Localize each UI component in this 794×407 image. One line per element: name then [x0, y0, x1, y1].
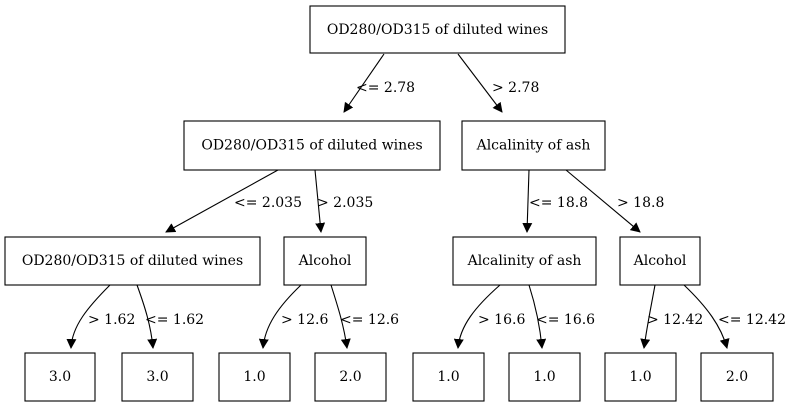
leaf-label-2: 3.0 [146, 369, 168, 385]
edge-label-l2rr-leaf7: > 12.42 [647, 312, 703, 328]
edge-label-l1left-l2ll: <= 2.035 [234, 195, 302, 211]
edge-root-to-left: <= 2.78 [343, 53, 415, 113]
edge-l2ll-to-leaf2: <= 1.62 [136, 284, 204, 349]
tree-leaf-6: 1.0 [508, 352, 581, 402]
edge-label-l1left-l2lr: > 2.035 [317, 195, 373, 211]
node-label-l1-left: OD280/OD315 of diluted wines [201, 138, 422, 154]
edge-label-root-right: > 2.78 [492, 80, 539, 96]
tree-node-l1-left: OD280/OD315 of diluted wines [183, 120, 441, 171]
leaf-label-7: 1.0 [629, 369, 651, 385]
tree-node-l1-right: Alcalinity of ash [461, 120, 606, 171]
edge-l1right-to-l2rl: <= 18.8 [522, 169, 588, 233]
edge-l1left-to-l2lr: > 2.035 [314, 169, 373, 233]
tree-leaf-7: 1.0 [604, 352, 677, 402]
edge-l1left-to-l2ll: <= 2.035 [165, 169, 302, 233]
tree-leaf-8: 2.0 [700, 352, 774, 402]
node-label-l2-lr: Alcohol [298, 253, 352, 269]
edge-label-root-left: <= 2.78 [356, 80, 415, 96]
tree-leaf-5: 1.0 [412, 352, 485, 402]
edge-label-l2lr-leaf3: > 12.6 [281, 312, 328, 328]
tree-node-l2-lr: Alcohol [283, 236, 367, 286]
leaf-label-4: 2.0 [339, 369, 361, 385]
edge-label-l2ll-leaf1: > 1.62 [88, 312, 135, 328]
edge-label-l2lr-leaf4: <= 12.6 [340, 312, 399, 328]
edge-l2rr-to-leaf7: > 12.42 [640, 284, 703, 349]
edge-label-l2ll-leaf2: <= 1.62 [145, 312, 204, 328]
tree-leaf-3: 1.0 [218, 352, 291, 402]
edge-label-l2rr-leaf8: <= 12.42 [718, 312, 786, 328]
edge-l1right-to-l2rr: > 18.8 [565, 169, 664, 233]
node-label-l2-rr: Alcohol [633, 253, 687, 269]
tree-node-root: OD280/OD315 of diluted wines [309, 5, 566, 54]
leaf-label-1: 3.0 [49, 369, 71, 385]
edge-l2lr-to-leaf4: <= 12.6 [330, 284, 399, 349]
node-label-root: OD280/OD315 of diluted wines [327, 22, 548, 38]
edge-l2rr-to-leaf8: <= 12.42 [683, 284, 786, 349]
leaf-label-5: 1.0 [437, 369, 459, 385]
tree-node-l2-rl: Alcalinity of ash [452, 236, 597, 286]
leaf-label-3: 1.0 [243, 369, 265, 385]
tree-leaf-4: 2.0 [314, 352, 387, 402]
tree-leaf-2: 3.0 [121, 352, 194, 402]
tree-node-l2-ll: OD280/OD315 of diluted wines [4, 236, 261, 286]
node-label-l1-right: Alcalinity of ash [476, 138, 591, 154]
edge-l2ll-to-leaf1: > 1.62 [66, 284, 135, 349]
edge-label-l2rl-leaf6: <= 16.6 [536, 312, 595, 328]
tree-leaf-1: 3.0 [24, 352, 96, 402]
tree-node-l2-rr: Alcohol [619, 236, 701, 286]
node-label-l2-rl: Alcalinity of ash [467, 253, 582, 269]
edge-label-l1right-l2rr: > 18.8 [617, 195, 664, 211]
edge-root-to-right: > 2.78 [457, 53, 539, 113]
leaf-label-6: 1.0 [533, 369, 555, 385]
leaf-label-8: 2.0 [726, 369, 748, 385]
edge-label-l2rl-leaf5: > 16.6 [478, 312, 525, 328]
edge-l2rl-to-leaf5: > 16.6 [453, 284, 525, 349]
edge-l2lr-to-leaf3: > 12.6 [258, 284, 328, 349]
node-label-l2-ll: OD280/OD315 of diluted wines [22, 253, 243, 269]
edge-label-l1right-l2rl: <= 18.8 [529, 195, 588, 211]
edge-l2rl-to-leaf6: <= 16.6 [528, 284, 595, 349]
